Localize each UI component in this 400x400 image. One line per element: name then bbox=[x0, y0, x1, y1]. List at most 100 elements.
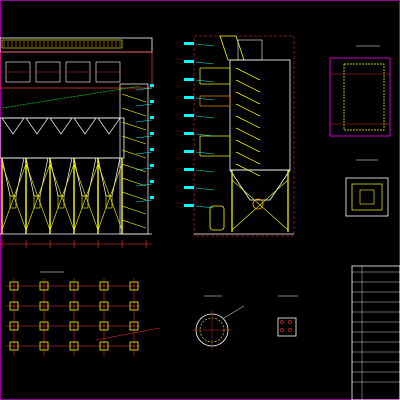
hopper bbox=[1, 117, 25, 135]
tank bbox=[209, 205, 225, 231]
leader-mark bbox=[150, 100, 154, 103]
plan-grid bbox=[6, 278, 161, 356]
hopper bbox=[25, 117, 49, 135]
leader-line bbox=[135, 87, 153, 91]
leader-line bbox=[135, 183, 153, 187]
side-stair bbox=[235, 115, 261, 129]
side-leader-mark bbox=[184, 186, 194, 189]
leader-line bbox=[135, 167, 153, 171]
leaders bbox=[135, 84, 154, 203]
side-leader-mark bbox=[184, 42, 194, 45]
side-hopper bbox=[229, 169, 291, 201]
detail-top-inner bbox=[343, 63, 385, 131]
footing bbox=[69, 341, 79, 351]
side-stair bbox=[235, 67, 261, 81]
stair-flight bbox=[121, 149, 147, 159]
brace bbox=[97, 163, 123, 231]
footing bbox=[9, 321, 19, 331]
circle-leader bbox=[223, 305, 245, 319]
hopper-lower bbox=[1, 157, 25, 197]
roof-ticks bbox=[3, 41, 121, 47]
side-leader bbox=[195, 133, 215, 137]
footing bbox=[129, 321, 139, 331]
small-bolts bbox=[280, 320, 292, 332]
stairs bbox=[121, 93, 147, 229]
side-leader bbox=[195, 187, 215, 191]
filter-modules bbox=[5, 61, 121, 83]
side-stair bbox=[235, 91, 261, 105]
plan-diagonal bbox=[95, 327, 161, 341]
footing bbox=[99, 321, 109, 331]
stair-flight bbox=[121, 163, 147, 173]
leader-mark bbox=[150, 148, 154, 151]
side-leader-mark bbox=[184, 78, 194, 81]
duct-box bbox=[237, 39, 263, 61]
leader-line bbox=[135, 135, 153, 139]
side-leader-mark bbox=[184, 114, 194, 117]
side-leaders bbox=[184, 42, 215, 209]
leader-mark bbox=[150, 196, 154, 199]
side-leader-mark bbox=[184, 150, 194, 153]
side-leader bbox=[195, 43, 215, 47]
small-plate bbox=[277, 317, 297, 337]
main-body bbox=[0, 117, 125, 159]
side-leader bbox=[195, 61, 215, 65]
roof-header-inner bbox=[1, 39, 123, 49]
side-stairs bbox=[235, 67, 261, 177]
detail-small bbox=[277, 295, 298, 337]
side-leader bbox=[195, 115, 215, 119]
title-block-frame bbox=[351, 265, 400, 400]
leader-line bbox=[135, 151, 153, 155]
leader-line bbox=[135, 119, 153, 123]
side-leader-mark bbox=[184, 96, 194, 99]
brace bbox=[73, 163, 99, 231]
footing bbox=[69, 281, 79, 291]
footing bbox=[99, 301, 109, 311]
footing bbox=[9, 301, 19, 311]
stair-flight bbox=[121, 205, 147, 215]
bolt bbox=[288, 328, 292, 332]
footing bbox=[39, 281, 49, 291]
title-block bbox=[351, 265, 400, 400]
foundation-plan bbox=[6, 271, 161, 356]
detail-top bbox=[329, 45, 391, 137]
leader-mark bbox=[150, 180, 154, 183]
detail-mid bbox=[345, 159, 389, 217]
detail-mid-core bbox=[359, 189, 375, 205]
stair-flight bbox=[121, 107, 147, 117]
side-frame bbox=[193, 35, 295, 237]
stair-flight bbox=[121, 219, 147, 229]
leader-mark bbox=[150, 132, 154, 135]
side-leader bbox=[195, 151, 215, 155]
footing bbox=[129, 281, 139, 291]
stair-flight bbox=[121, 177, 147, 187]
leader-mark bbox=[150, 164, 154, 167]
stair-flight bbox=[121, 121, 147, 131]
platform-lower bbox=[199, 135, 231, 157]
side-stair bbox=[235, 103, 261, 117]
stair-flight bbox=[121, 93, 147, 103]
footing bbox=[99, 341, 109, 351]
hopper-lower bbox=[25, 157, 49, 197]
side-leader bbox=[195, 205, 215, 209]
side-stair bbox=[235, 151, 261, 165]
inlet-duct bbox=[219, 35, 245, 61]
hopper-lower bbox=[97, 157, 121, 197]
upper-housing bbox=[0, 51, 153, 89]
front-elevation bbox=[0, 37, 154, 248]
detail-mid-outer bbox=[345, 177, 389, 217]
hopper bbox=[73, 117, 97, 135]
title-block-rows bbox=[352, 266, 400, 400]
stair-flight bbox=[121, 135, 147, 145]
leader-line bbox=[135, 199, 153, 203]
plan-footings bbox=[9, 281, 139, 351]
bolt bbox=[280, 328, 284, 332]
leader-mark bbox=[150, 116, 154, 119]
support-legs bbox=[1, 158, 123, 234]
stair-flight bbox=[121, 191, 147, 201]
platform-mid bbox=[199, 95, 231, 107]
side-leader-mark bbox=[184, 132, 194, 135]
bolt bbox=[288, 320, 292, 324]
